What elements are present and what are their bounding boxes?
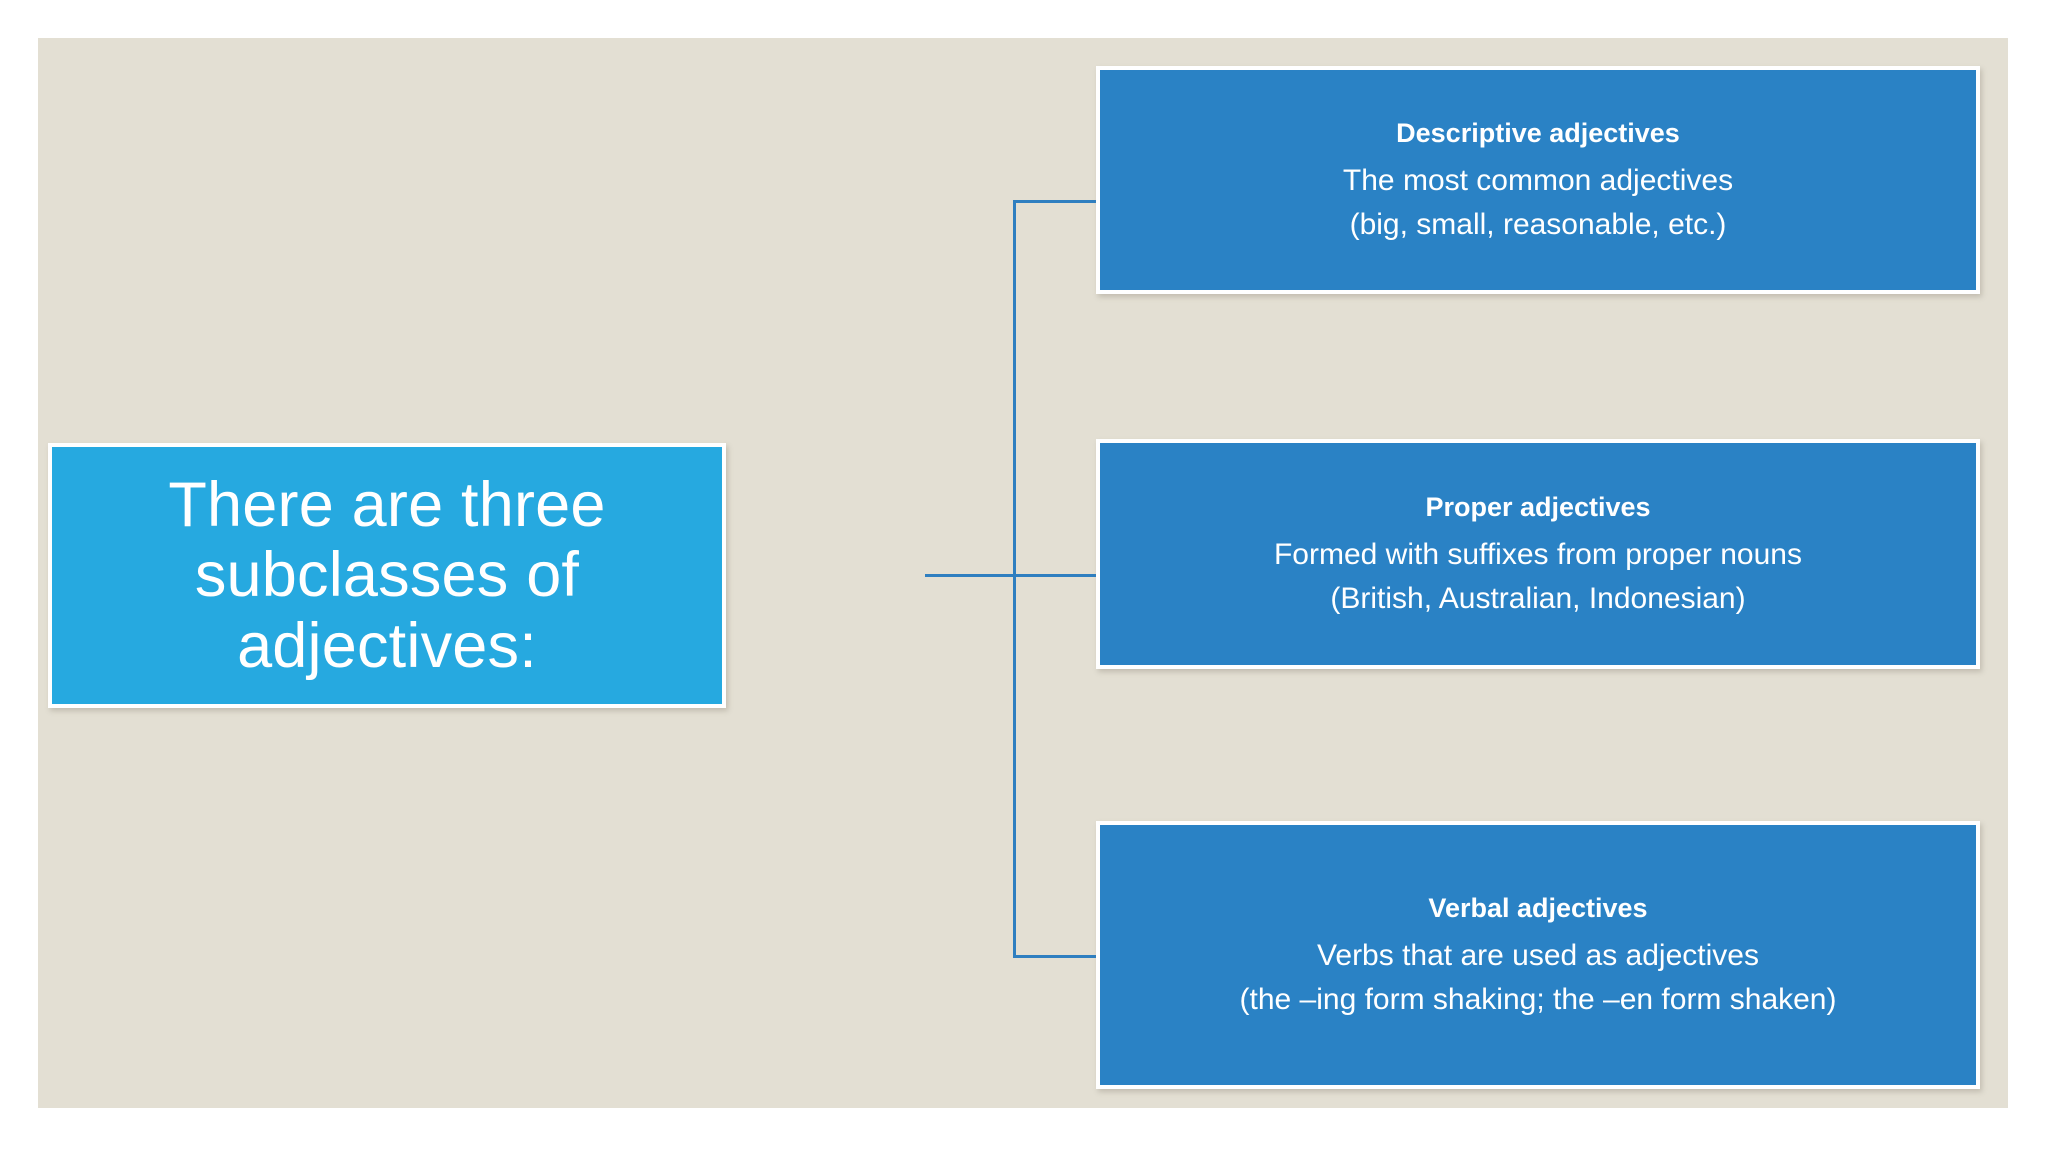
node-verbal-adjectives-heading: Verbal adjectives: [1428, 892, 1648, 923]
connector-vertical-trunk: [1013, 200, 1016, 958]
node-verbal-adjectives[interactable]: Verbal adjectives Verbs that are used as…: [1096, 821, 1980, 1089]
connector-branch-descriptive: [1013, 200, 1099, 203]
node-descriptive-adjectives[interactable]: Descriptive adjectives The most common a…: [1096, 66, 1980, 294]
node-verbal-adjectives-line-2: (the –ing form shaking; the –en form sha…: [1239, 982, 1837, 1016]
slide-canvas: There are three subclasses of adjectives…: [38, 38, 2008, 1108]
connector-root-stub: [925, 574, 1016, 577]
connector-branch-verbal: [1013, 955, 1099, 958]
node-proper-adjectives-line-1: Formed with suffixes from proper nouns: [1273, 537, 1802, 571]
root-node-adjective-subclasses[interactable]: There are three subclasses of adjectives…: [48, 443, 726, 708]
node-descriptive-adjectives-line-2: (big, small, reasonable, etc.): [1349, 207, 1727, 241]
node-proper-adjectives-line-2: (British, Australian, Indonesian): [1330, 581, 1746, 615]
root-node-title: There are three subclasses of adjectives…: [168, 469, 606, 681]
connector-branch-proper: [1013, 574, 1099, 577]
node-proper-adjectives[interactable]: Proper adjectives Formed with suffixes f…: [1096, 439, 1980, 669]
node-descriptive-adjectives-heading: Descriptive adjectives: [1396, 117, 1680, 148]
node-proper-adjectives-heading: Proper adjectives: [1425, 491, 1651, 522]
node-descriptive-adjectives-line-1: The most common adjectives: [1342, 163, 1734, 197]
node-verbal-adjectives-line-1: Verbs that are used as adjectives: [1317, 938, 1759, 972]
